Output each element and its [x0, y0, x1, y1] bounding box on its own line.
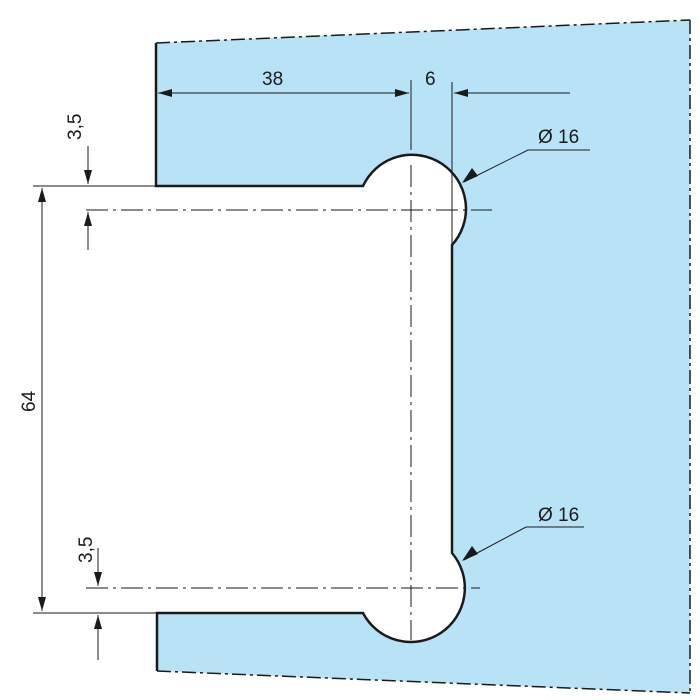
height-64-label: 64 [19, 390, 40, 412]
dim-38-label: 38 [262, 69, 283, 90]
diameter-bottom-label: Ø 16 [538, 505, 579, 526]
hinge-body [156, 20, 690, 693]
leader-arrow-top [462, 168, 478, 183]
break-lines [155, 19, 691, 694]
diameter-top-label: Ø 16 [538, 127, 579, 148]
dimension-lines [33, 80, 590, 660]
dim-6-label: 6 [425, 69, 436, 90]
offset-top-label: 3,5 [65, 114, 86, 140]
offset-bottom-label: 3,5 [76, 537, 97, 563]
leader-arrow-bottom [462, 546, 478, 561]
center-lines [86, 165, 492, 640]
